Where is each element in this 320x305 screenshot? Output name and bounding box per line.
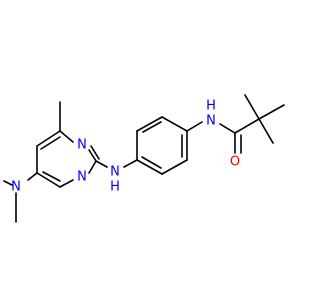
bond [123,159,138,168]
atom-label-n-amine: N [110,165,120,180]
atom-label-n-ring-upper: N [77,138,87,153]
atom-label-h-amine: H [110,180,120,195]
bond [136,116,163,132]
bond [88,160,97,174]
bond [40,136,61,150]
atom-label-h-amide: H [206,99,216,114]
bond [161,116,188,132]
atom-label-n-dimethyl: N [11,180,21,195]
bond [244,94,260,120]
atom-label-n-amide: N [206,114,216,129]
bond [234,118,260,134]
bond-layer [3,94,285,223]
bond [258,118,274,144]
bond [186,121,203,132]
bond [59,179,74,188]
bond [3,180,13,186]
molecule-structure: N H O N H N N N [3,94,285,223]
bond [27,172,38,181]
bond [36,130,61,147]
bond [161,159,188,175]
bond [219,123,236,134]
atom-label-o-carbonyl: O [230,155,240,170]
bond [142,121,162,133]
bond [59,130,74,143]
atom-label-layer: N H O N H N N N [11,99,240,195]
molecule-diagram: N H O N H N N N [3,94,285,223]
bond [95,160,108,168]
bond [42,171,61,182]
bond [36,172,61,188]
bond [90,145,100,160]
bond [258,104,285,120]
bond [88,149,97,162]
atom-label-n-ring-lower: N [77,170,87,185]
bond [141,156,162,169]
bond [136,159,163,175]
